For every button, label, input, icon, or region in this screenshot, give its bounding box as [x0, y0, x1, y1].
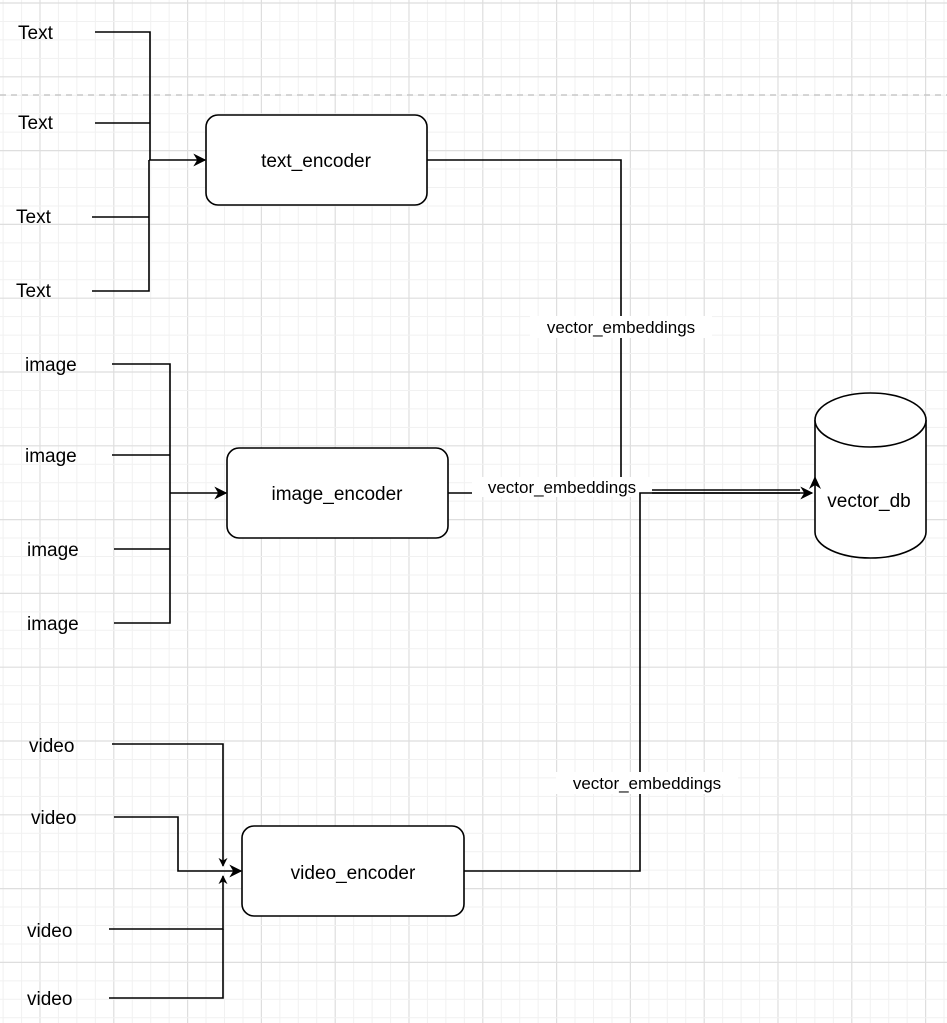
edge-text-1[interactable] [95, 31, 151, 160]
video-input-1[interactable]: video [29, 736, 74, 757]
text-input-4[interactable]: Text [16, 281, 52, 302]
image-encoder-label: image_encoder [272, 484, 404, 505]
edge-video-4[interactable] [109, 929, 224, 999]
image-input-1[interactable]: image [25, 355, 77, 376]
image-input-2[interactable]: image [25, 446, 77, 467]
vector-db-label: vector_db [827, 491, 910, 512]
edge-label-bg [530, 316, 712, 338]
video-input-2[interactable]: video [31, 808, 76, 829]
edge-text-4[interactable] [92, 160, 150, 292]
edge-image-1[interactable] [112, 363, 171, 493]
video-edge-label: vector_embeddings [573, 774, 721, 793]
edge-video-1[interactable] [112, 743, 228, 867]
video-group: video video video video video_encoder ve… [27, 486, 814, 1010]
video-encoder-label: video_encoder [291, 863, 416, 884]
edge-video-to-db[interactable] [464, 486, 814, 872]
edge-video-2[interactable] [114, 816, 243, 878]
cylinder-top [814, 392, 927, 448]
edge-label-bg [472, 477, 652, 497]
text-input-1[interactable]: Text [18, 23, 54, 44]
image-input-4[interactable]: image [27, 614, 79, 635]
arrow-up-icon [809, 476, 821, 489]
text-group: Text Text Text Text text_encoder vector_… [16, 23, 800, 491]
text-encoder-label: text_encoder [261, 151, 372, 172]
edge-label-bg [556, 772, 738, 794]
image-input-3[interactable]: image [27, 540, 79, 561]
cylinder-body [814, 420, 927, 559]
video-input-4[interactable]: video [27, 989, 72, 1010]
text-input-3[interactable]: Text [16, 207, 52, 228]
video-input-3[interactable]: video [27, 921, 72, 942]
image-edge-label: vector_embeddings [488, 478, 636, 497]
image-group: image image image image image_encoder ve… [25, 355, 800, 635]
vector-db-node[interactable]: vector_db [809, 392, 927, 559]
edge-image-4[interactable] [114, 493, 171, 624]
text-input-2[interactable]: Text [18, 113, 54, 134]
text-edge-label: vector_embeddings [547, 318, 695, 337]
